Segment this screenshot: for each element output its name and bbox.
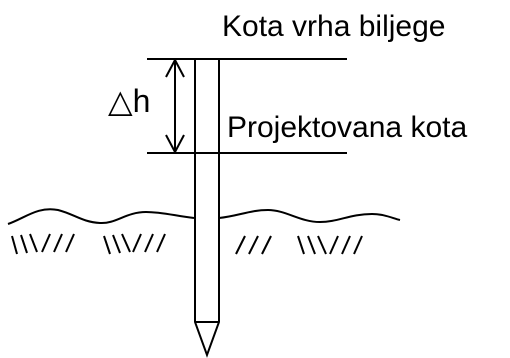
height-difference-arrow — [165, 57, 185, 155]
delta-h-label: △h — [108, 83, 150, 119]
ground-surface-right — [218, 208, 401, 224]
ground-surface-left — [7, 208, 195, 225]
stake — [194, 59, 220, 358]
delta-letter: h — [133, 83, 151, 119]
delta-symbol: △ — [108, 83, 133, 119]
soil-hatching-left — [11, 233, 166, 255]
design-elevation-label: Projektovana kota — [227, 111, 467, 144]
soil-hatching-right — [235, 235, 363, 255]
top-elevation-label: Kota vrha biljege — [222, 10, 445, 43]
